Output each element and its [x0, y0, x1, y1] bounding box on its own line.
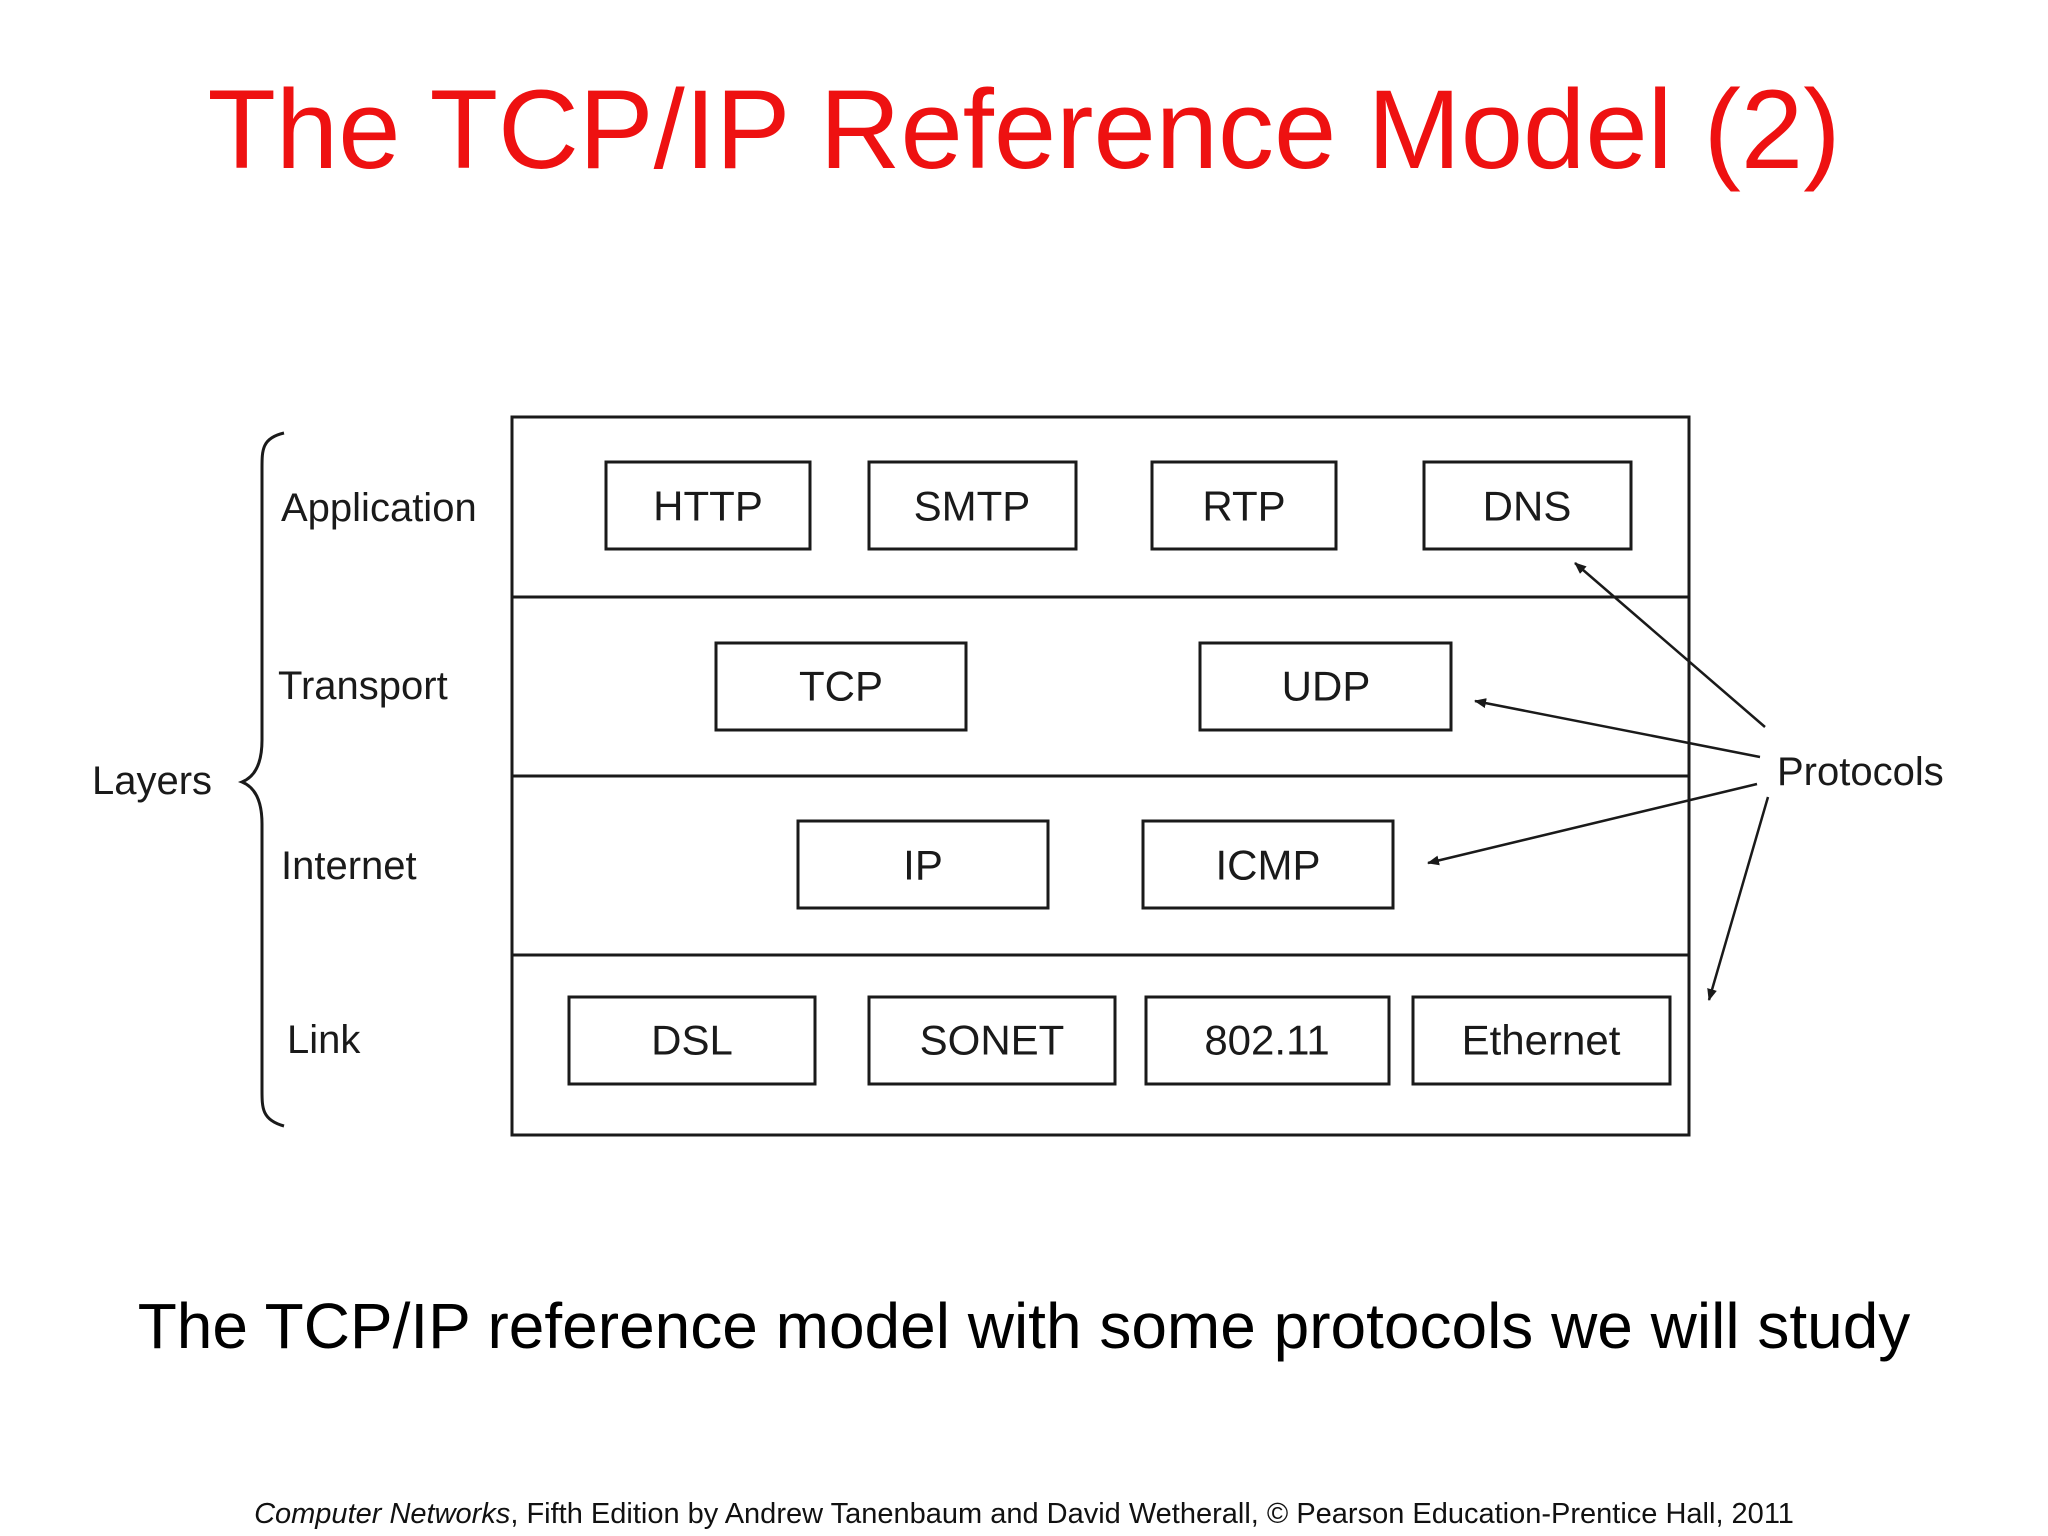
- credit-book-title: Computer Networks: [254, 1498, 511, 1530]
- protocol-box-80211: [1144, 995, 1391, 1086]
- layer-name-link: Link: [287, 1018, 361, 1062]
- arrow-to-dns: [1574, 562, 1766, 728]
- protocol-box-rtp: [1150, 460, 1338, 551]
- arrow-to-udp: [1474, 698, 1761, 759]
- protocol-label-ethernet: Ethernet: [1462, 1017, 1621, 1064]
- protocol-box-sonet: [867, 995, 1117, 1086]
- layer-band-transport: [510, 595, 1691, 778]
- protocol-label-rtp: RTP: [1202, 483, 1285, 530]
- layer-band-internet: [510, 774, 1691, 957]
- protocol-box-http: [604, 460, 812, 551]
- protocol-box-icmp: [1141, 819, 1395, 910]
- protocol-label-dns: DNS: [1483, 483, 1572, 530]
- protocol-box-tcp: [714, 641, 968, 732]
- protocol-label-udp: UDP: [1282, 663, 1371, 710]
- layer-name-internet: Internet: [281, 844, 417, 888]
- protocol-label-tcp: TCP: [799, 663, 883, 710]
- layer-name-transport: Transport: [278, 664, 448, 708]
- protocol-box-smtp: [867, 460, 1078, 551]
- protocol-box-dsl: [567, 995, 817, 1086]
- protocol-box-udp: [1198, 641, 1453, 732]
- protocol-label-icmp: ICMP: [1216, 842, 1321, 889]
- layers-brace: [237, 431, 285, 1128]
- protocol-label-ip: IP: [903, 842, 943, 889]
- protocol-label-dsl: DSL: [651, 1017, 733, 1064]
- credit-text: , Fifth Edition by Andrew Tanenbaum and …: [510, 1498, 1794, 1530]
- protocol-label-80211: 802.11: [1204, 1017, 1329, 1064]
- protocol-label-http: HTTP: [653, 483, 763, 530]
- slide-title: The TCP/IP Reference Model (2): [207, 67, 1841, 192]
- protocol-box-ip: [796, 819, 1050, 910]
- credit-line: Computer Networks, Fifth Edition by Andr…: [0, 1497, 2048, 1531]
- arrow-to-link: [1707, 796, 1770, 1001]
- protocols-label: Protocols: [1777, 750, 1944, 794]
- protocol-box-dns: [1422, 460, 1633, 551]
- arrow-to-icmp: [1427, 782, 1758, 866]
- protocol-box-ethernet: [1411, 995, 1672, 1086]
- slide-caption: The TCP/IP reference model with some pro…: [137, 1290, 1911, 1362]
- layer-name-application: Application: [281, 486, 477, 530]
- protocol-label-sonet: SONET: [920, 1017, 1065, 1064]
- layers-label: Layers: [92, 759, 212, 803]
- protocol-label-smtp: SMTP: [914, 483, 1031, 530]
